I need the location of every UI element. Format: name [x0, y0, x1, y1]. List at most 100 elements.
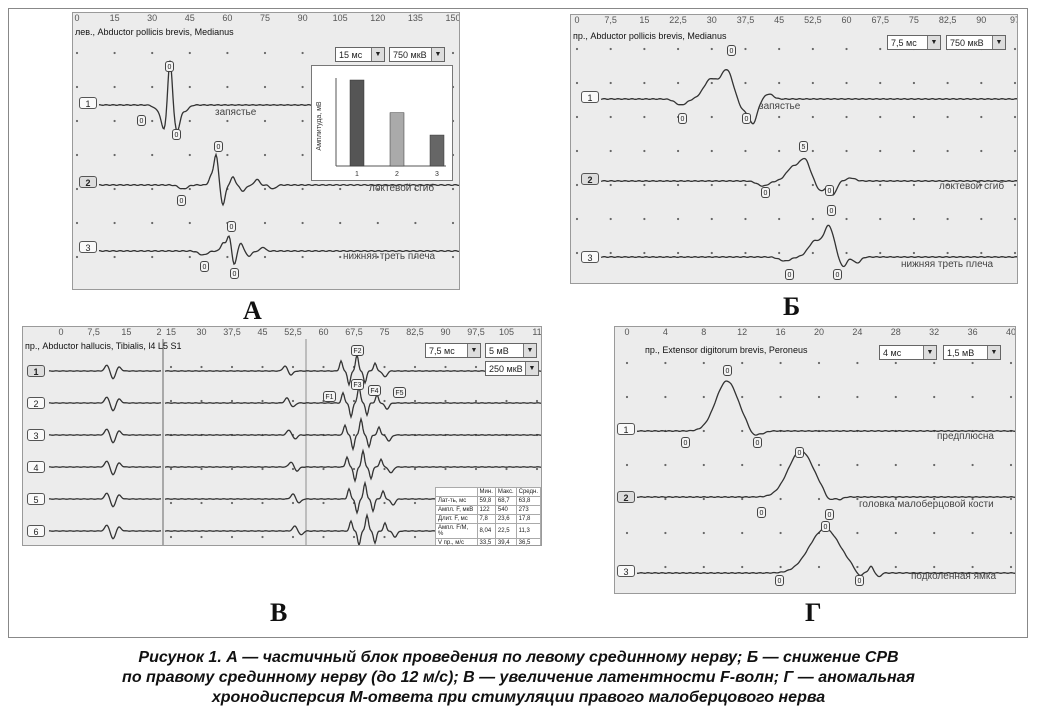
time-tick-label: 8 [701, 327, 707, 337]
panel-g-label: Г [805, 598, 822, 627]
trace-1-label: запястье [759, 101, 801, 112]
trace-3 [98, 235, 459, 266]
marker-g1-top: 0 [723, 365, 732, 376]
marker-g2-onset: 0 [757, 507, 766, 518]
time-tick-label: 135 [407, 13, 423, 23]
trace-2-label: локтевой сгиб [369, 183, 435, 194]
marker-b1-onset: 0 [137, 115, 146, 126]
channel-2-badge[interactable]: 2 [79, 176, 97, 188]
inset-bar-3 [429, 134, 445, 167]
time-tick-label: 15 [165, 327, 177, 337]
channel-5-badge[interactable]: 5 [27, 493, 45, 505]
time-tick-label: 67,5 [345, 327, 363, 337]
panel-b-label: Б [783, 292, 801, 321]
time-tick-label: 37,5 [223, 327, 241, 337]
time-tick-label: 90 [440, 327, 451, 337]
channel-6-badge[interactable]: 6 [27, 525, 45, 537]
trace-1-label: предплюсна [937, 431, 994, 442]
sensitivity-select[interactable]: 750 мкВ▼ [389, 47, 445, 62]
time-tick-label: 105 [332, 13, 348, 23]
panel-a-header: лев., Abductor pollicis brevis, Medianus [75, 27, 234, 37]
trace-2 [600, 157, 1017, 196]
sensitivity-select[interactable]: 5 мВ▼ [485, 343, 537, 358]
f-sensitivity-select[interactable]: 250 мкВ▼ [485, 361, 539, 376]
channel-2-badge[interactable]: 2 [581, 173, 599, 185]
time-tick-label: 45 [774, 15, 785, 25]
time-tick-label: 40 [1005, 327, 1016, 337]
marker-b3-end: 0 [833, 269, 842, 280]
trace-1 [600, 69, 1017, 125]
m-trace-2 [48, 396, 162, 412]
time-tick-label: 30 [706, 15, 717, 25]
inset-bar-2 [389, 112, 405, 167]
panel-v-header: пр., Abductor hallucis, Tibialis, l4 L5 … [25, 341, 182, 351]
time-tick-label: 45 [184, 13, 195, 23]
chevron-down-icon: ▼ [927, 36, 940, 49]
time-tick-label: 90 [297, 13, 308, 23]
trace-3-label: подколенная ямка [911, 571, 997, 582]
time-tick-label: 52,5 [804, 15, 822, 25]
time-tick-label: 120 [370, 13, 386, 23]
time-tick-label: 30 [147, 13, 158, 23]
sweep-select[interactable]: 4 мс▼ [879, 345, 937, 360]
f-trace-4 [164, 448, 541, 483]
channel-2-badge[interactable]: 2 [27, 397, 45, 409]
f-trace-1 [164, 352, 541, 387]
panel-b-header: пр., Abductor pollicis brevis, Medianus [573, 31, 727, 41]
sweep-select[interactable]: 7,5 мс▼ [425, 343, 481, 358]
channel-2-badge[interactable]: 2 [617, 491, 635, 503]
time-tick-label: 60 [222, 13, 233, 23]
marker-b3-onset: 0 [200, 261, 209, 272]
time-tick-label: 7,5 [604, 15, 617, 25]
figure-frame [8, 8, 1028, 638]
marker-g1-end: 0 [753, 437, 762, 448]
channel-1-badge[interactable]: 1 [581, 91, 599, 103]
channel-1-badge[interactable]: 1 [27, 365, 45, 377]
sensitivity-select[interactable]: 1,5 мВ▼ [943, 345, 1001, 360]
channel-1-badge[interactable]: 1 [617, 423, 635, 435]
panel-v-label: В [270, 598, 288, 627]
channel-3-badge[interactable]: 3 [79, 241, 97, 253]
caption-line-3: хронодисперсия М-ответа при стимуляции п… [211, 689, 826, 706]
sensitivity-select[interactable]: 750 мкВ▼ [946, 35, 1006, 50]
marker-g2-top: 0 [795, 447, 804, 458]
svg-text:Амплитуда, мВ: Амплитуда, мВ [316, 101, 323, 150]
time-tick-label: 105 [498, 327, 515, 337]
figure-caption: Рисунок 1. А — частичный блок проведения… [30, 648, 1007, 708]
trace-2 [636, 450, 1015, 501]
time-tick-label: 90 [976, 15, 987, 25]
time-tick-label: 11 [532, 327, 542, 337]
time-tick-label: 20 [813, 327, 825, 337]
time-tick-label: 52,5 [284, 327, 302, 337]
caption-line-1: Рисунок 1. А — частичный блок проведения… [138, 649, 899, 666]
marker-g1-onset: 0 [681, 437, 690, 448]
panel-g-plot [625, 361, 1015, 578]
f-marker-2: F2 [351, 345, 364, 356]
time-tick-label: 24 [852, 327, 863, 337]
time-tick-label: 45 [257, 327, 268, 337]
chevron-down-icon: ▼ [992, 36, 1005, 49]
marker-b1-end: 0 [172, 129, 181, 140]
channel-3-badge[interactable]: 3 [27, 429, 45, 441]
panel-a-label: А [243, 296, 262, 325]
time-tick-label: 22,5 [669, 15, 687, 25]
trace-2 [98, 152, 459, 207]
time-tick-label: 30 [196, 327, 207, 337]
svg-text:1: 1 [355, 171, 359, 178]
sweep-select[interactable]: 7,5 мс▼ [887, 35, 941, 50]
time-tick-label: 28 [890, 327, 901, 337]
inset-bar-1 [349, 79, 365, 167]
trace-3 [600, 224, 1017, 268]
marker-b2-top: 5 [799, 141, 808, 152]
sweep-select[interactable]: 15 мс▼ [335, 47, 385, 62]
channel-3-badge[interactable]: 3 [581, 251, 599, 263]
time-tick-label: 16 [775, 327, 786, 337]
marker-b1-top: 0 [727, 45, 736, 56]
channel-4-badge[interactable]: 4 [27, 461, 45, 473]
panel-b-plot [575, 47, 1017, 268]
channel-1-badge[interactable]: 1 [79, 97, 97, 109]
time-tick-label: 15 [121, 327, 132, 337]
time-tick-label: 12 [737, 327, 748, 337]
channel-3-badge[interactable]: 3 [617, 565, 635, 577]
